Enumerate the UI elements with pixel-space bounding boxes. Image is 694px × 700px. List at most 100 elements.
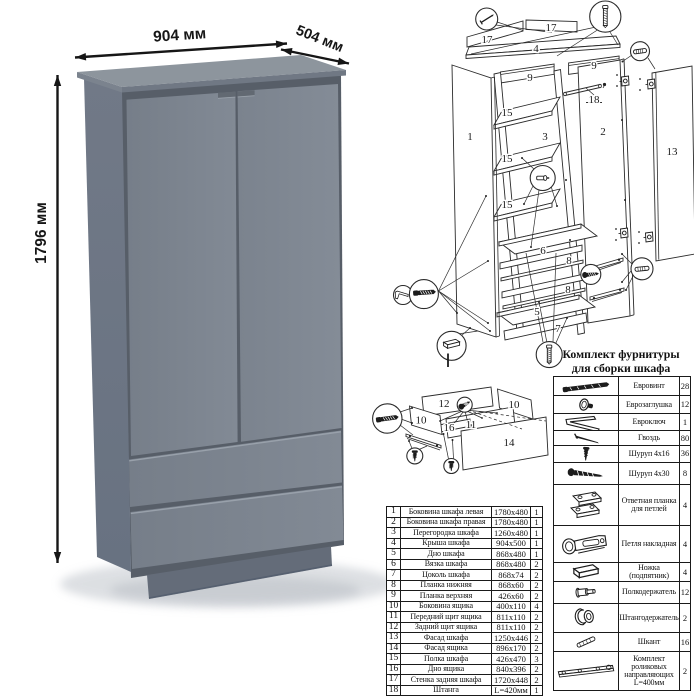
part-label: 8	[566, 255, 572, 267]
part-number-cell: 5	[386, 548, 401, 560]
part-number-cell: 2	[386, 516, 401, 528]
part-name-cell: Вязка шкафа	[400, 558, 492, 570]
hardware-name-cell: Петля накладная	[618, 525, 680, 563]
hardware-qty-cell: 12	[679, 395, 691, 414]
hardware-row: Полкодержатель 12	[553, 581, 691, 604]
hardware-row: Штангодержатель 2	[553, 602, 691, 633]
hardware-name-cell: Евроключ	[618, 412, 680, 432]
rod-holder-icon	[574, 608, 594, 625]
parts-row: 12 Задний щит ящика 811x110 2	[386, 621, 543, 633]
part-number-cell: 10	[386, 600, 401, 612]
bottom-panel-5	[495, 294, 597, 326]
hardware-row: Евроключ 1	[553, 412, 691, 432]
part-name-cell: Планка верхняя	[400, 590, 492, 602]
part-label: 3	[542, 131, 548, 143]
hardware-name-cell: Полкодержатель	[618, 581, 680, 604]
rod-18	[563, 82, 607, 103]
left-side-panel-1	[451, 64, 500, 338]
hardware-row: Евровинт 28	[553, 375, 691, 397]
hardware-kit-table: Евровинт 28 Еврозаглушка 12 Евроключ 1 Г…	[553, 375, 691, 692]
parts-row: 13 Фасад шкафа 1250x446 2	[386, 632, 543, 644]
part-qty-cell: 1	[530, 527, 543, 539]
part-size-cell: 1250x446	[491, 632, 531, 644]
hardware-icon-cell	[553, 484, 619, 527]
hardware-qty-cell: 4	[679, 484, 691, 527]
hardware-name-cell: Шуруп 4x30	[618, 461, 680, 486]
part-qty-cell: 2	[530, 590, 543, 602]
drawer-callout-screw-top	[456, 396, 473, 413]
part-name-cell: Полка шкафа	[400, 653, 492, 665]
parts-row: 2 Боковина шкафа правая 1780x480 1	[386, 516, 543, 528]
part-size-cell: 896x170	[491, 642, 531, 654]
parts-row: 1 Боковина шкафа левая 1780x480 1	[386, 506, 543, 518]
part-name-cell: Дно ящика	[400, 663, 492, 675]
hardware-row: Комплект роликовых направляющих L=400мм …	[553, 650, 691, 692]
part-number-cell: 12	[386, 621, 401, 633]
hardware-icon-cell	[553, 461, 619, 486]
hardware-icon-cell	[553, 650, 619, 692]
part-number-cell: 16	[386, 663, 401, 675]
part-qty-cell: 1	[530, 516, 543, 528]
part-qty-cell: 2	[530, 674, 543, 686]
hardware-name-cell: Евровинт	[618, 375, 680, 397]
screw-4x16-icon	[583, 447, 590, 461]
hardware-qty-cell: 36	[679, 444, 691, 463]
hardware-qty-cell: 2	[679, 602, 691, 633]
foot-icon	[572, 564, 600, 580]
callout-hex-key	[392, 284, 414, 306]
part-size-cell: 868x480	[491, 558, 531, 570]
callout-confirmat-top	[589, 0, 622, 33]
part-label: 2	[600, 126, 606, 138]
part-label: 12	[439, 398, 450, 410]
callout-nail	[475, 7, 499, 31]
part-size-cell: L=420мм	[491, 684, 531, 696]
hardware-row: Ножка (подпятник) 4	[553, 561, 691, 583]
part-name-cell: Планка нижняя	[400, 579, 492, 591]
part-name-cell: Штанга	[400, 684, 492, 696]
hardware-qty-cell: 2	[679, 650, 691, 692]
part-label: 14	[504, 437, 516, 449]
parts-row: 11 Передний щит ящика 811x110 2	[386, 611, 543, 623]
part-label: 17	[482, 34, 494, 46]
part-name-cell: Стенка задняя шкафа	[400, 674, 492, 686]
part-label: 16	[444, 422, 456, 434]
nail-icon	[574, 432, 599, 443]
part-number-cell: 14	[386, 642, 401, 654]
parts-row: 3 Перегородка шкафа 1260x480 1	[386, 527, 543, 539]
part-number-cell: 13	[386, 632, 401, 644]
part-label: 4	[533, 43, 539, 55]
part-label: 17	[546, 22, 558, 34]
parts-row: 9 Планка верхняя 426x60 2	[386, 590, 543, 602]
part-qty-cell: 2	[530, 611, 543, 623]
hardware-name-cell: Комплект роликовых направляющих L=400мм	[618, 650, 680, 692]
parts-row: 7 Цоколь шкафа 868x74 2	[386, 569, 543, 581]
part-number-cell: 9	[386, 590, 401, 602]
hardware-qty-cell: 80	[679, 430, 691, 446]
drawer-assembly-diagram: 12 10 10 16 11 14	[372, 386, 549, 475]
parts-list-table: 1 Боковина шкафа левая 1780x480 1 2 Боко…	[386, 506, 543, 696]
part-size-cell: 426x470	[491, 653, 531, 665]
part-number-cell: 6	[386, 558, 401, 570]
hardware-qty-cell: 12	[679, 581, 691, 604]
hardware-qty-cell: 4	[679, 561, 691, 583]
hardware-kit-title: Комплект фурнитуры для сборки шкафа	[553, 347, 689, 376]
hardware-icon-cell	[553, 412, 619, 432]
euro-cap-icon	[579, 398, 594, 411]
hardware-row: Петля накладная 4	[553, 525, 691, 563]
part-number-cell: 8	[386, 579, 401, 591]
hardware-icon-cell	[553, 581, 619, 604]
exploded-assembly-diagram: 17 17 4 9 9 18 1 3 2 13 15 15 15 6 8 8 5…	[392, 0, 694, 369]
part-label: 8	[565, 284, 571, 296]
partition-3	[553, 68, 585, 336]
part-label: 13	[667, 146, 679, 158]
part-label: 7	[555, 323, 561, 335]
part-qty-cell: 1	[530, 548, 543, 560]
part-name-cell: Боковина шкафа правая	[400, 516, 492, 528]
back-panel-17-right	[525, 19, 578, 33]
roller-guides	[589, 257, 625, 302]
hinge-plate-icon	[569, 491, 603, 519]
hardware-name-cell: Ножка (подпятник)	[618, 561, 680, 583]
hardware-name-cell: Шкант	[618, 631, 680, 652]
parts-row: 6 Вязка шкафа 868x480 2	[386, 558, 543, 570]
part-number-cell: 7	[386, 569, 401, 581]
